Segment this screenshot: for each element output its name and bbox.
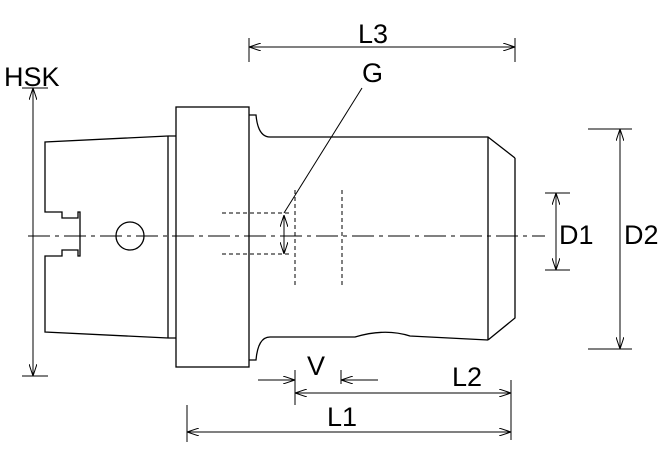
- label-hsk: HSK: [4, 62, 60, 92]
- label-l2: L2: [452, 362, 482, 392]
- dimension-l3: [248, 38, 516, 62]
- g-leader-line: [283, 87, 363, 214]
- label-d2: D2: [624, 220, 659, 250]
- thread-g-dimension: [283, 87, 363, 254]
- dimension-d2: [588, 128, 632, 350]
- dimension-l1: [186, 405, 511, 442]
- label-l1: L1: [327, 402, 357, 432]
- label-g: G: [362, 58, 383, 88]
- flange: [175, 106, 250, 368]
- dimension-v: [258, 370, 378, 405]
- label-v: V: [307, 351, 325, 381]
- dimension-l2: [295, 380, 512, 440]
- dimension-d1: [545, 192, 570, 271]
- body-upper-edge: [249, 114, 516, 159]
- hidden-lines: [222, 190, 343, 285]
- hsk-taper-shank: [44, 135, 169, 339]
- taper-step: [168, 135, 176, 339]
- body-front-face: [487, 158, 516, 341]
- label-d1: D1: [559, 220, 594, 250]
- holder-outline: [44, 106, 516, 368]
- body-lower-edge: [249, 331, 489, 361]
- label-l3: L3: [358, 19, 388, 49]
- dimension-hsk: [22, 87, 48, 377]
